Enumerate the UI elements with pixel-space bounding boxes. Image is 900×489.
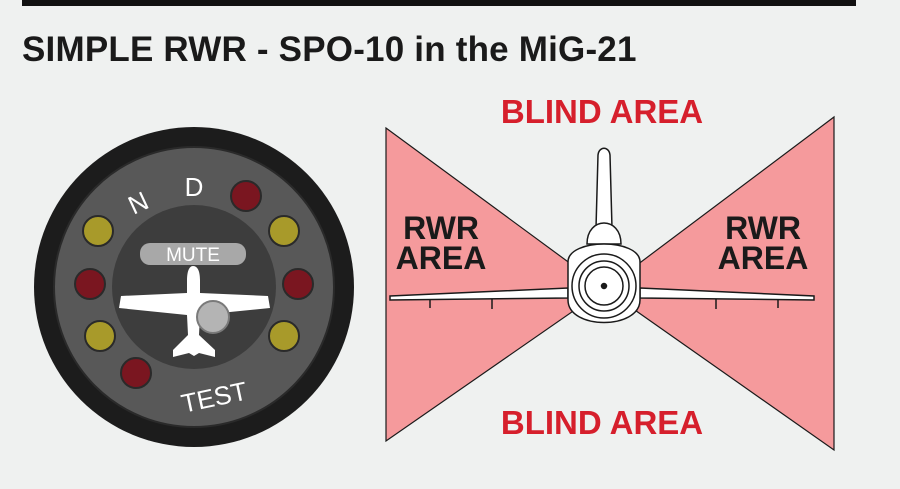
- warning-lamp-yellow: [268, 215, 300, 247]
- label-d: D: [185, 172, 204, 202]
- blind-area-bottom-label: BLIND AREA: [501, 404, 703, 441]
- page-title: SIMPLE RWR - SPO-10 in the MiG-21: [22, 30, 637, 69]
- rwr-area-right-label-line2: AREA: [718, 240, 809, 276]
- rwr-area-right-label-line1: RWR: [725, 210, 801, 246]
- coverage-diagram: BLIND AREA BLIND AREA RWR AREA RWR AREA: [385, 93, 835, 452]
- rwr-area-left: [385, 126, 607, 443]
- top-bar: [22, 0, 856, 6]
- warning-lamp-red: [282, 268, 314, 300]
- blind-area-top-label: BLIND AREA: [501, 93, 703, 130]
- warning-lamp-red: [230, 180, 262, 212]
- rwr-area-left-label-line2: AREA: [396, 240, 487, 276]
- rwr-area-right: [603, 115, 835, 452]
- warning-lamp-yellow: [82, 215, 114, 247]
- warning-lamp-red: [120, 357, 152, 389]
- mig21-front-view-icon: [389, 147, 815, 324]
- warning-lamp-red: [74, 268, 106, 300]
- test-knob: [196, 300, 230, 334]
- warning-lamp-yellow: [268, 320, 300, 352]
- warning-lamp-yellow: [84, 320, 116, 352]
- mute-bar: [140, 243, 246, 265]
- mute-label: MUTE: [166, 245, 220, 266]
- rwr-indicator: N D TEST MUTE: [34, 127, 354, 447]
- aircraft-silhouette-icon: [119, 266, 270, 357]
- rwr-area-left-label-line1: RWR: [403, 210, 479, 246]
